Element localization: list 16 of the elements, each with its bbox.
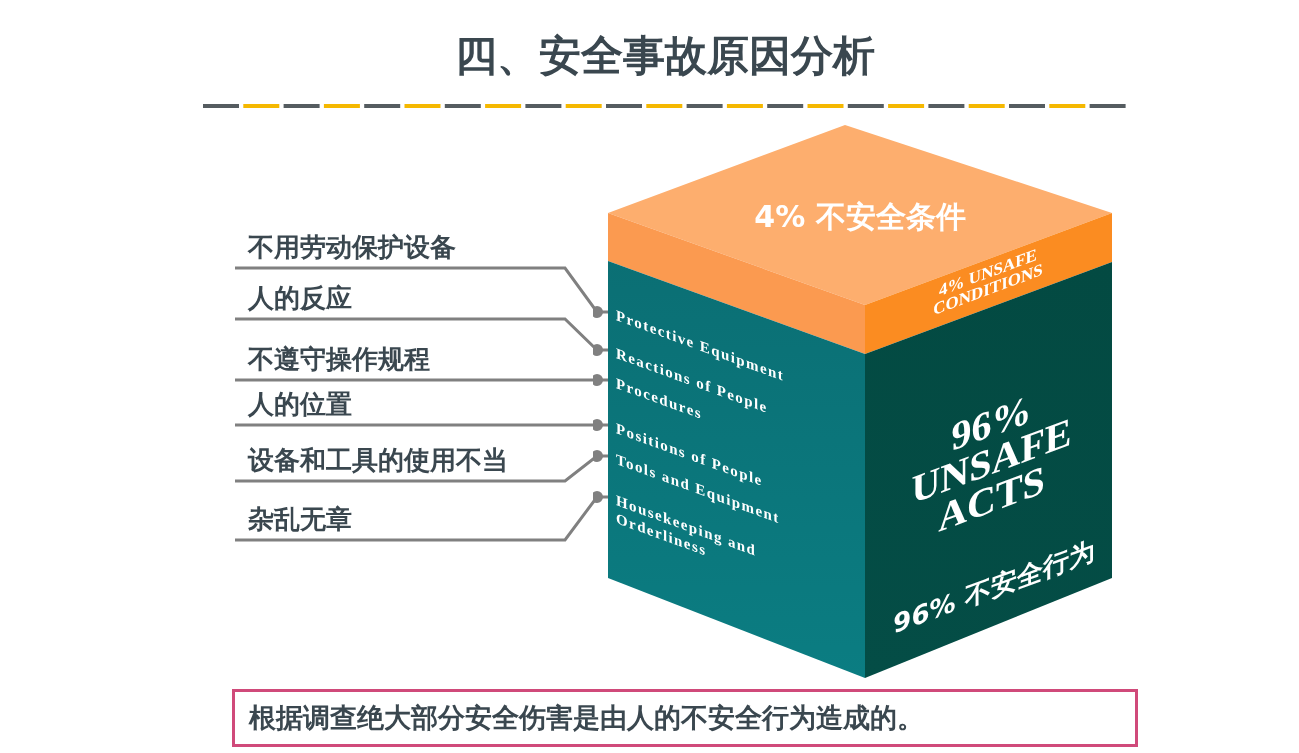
- title: 四、安全事故原因分析: [454, 30, 876, 82]
- face-heading: 4% 不安全条件: [753, 198, 967, 236]
- leader-line: [235, 317, 608, 356]
- cause-label: 设备和工具的使用不当: [235, 437, 565, 481]
- leader-line: [235, 491, 608, 542]
- leader-line: [235, 450, 608, 483]
- cause-label: 人的位置: [235, 381, 565, 425]
- face-text: 96% 不安全行为: [892, 533, 1096, 642]
- cause-label: 不用劳动保护设备: [235, 224, 565, 268]
- leader-line: [235, 266, 608, 318]
- cause-label: 杂乱无章: [235, 496, 565, 540]
- cause-label: 人的反应: [235, 275, 565, 319]
- caption-box: 根据调查绝大部分安全伤害是由人的不安全行为造成的。: [232, 689, 1138, 747]
- cause-label: 不遵守操作规程: [235, 336, 565, 380]
- leader-line: [235, 374, 608, 386]
- leader-line: [235, 419, 608, 431]
